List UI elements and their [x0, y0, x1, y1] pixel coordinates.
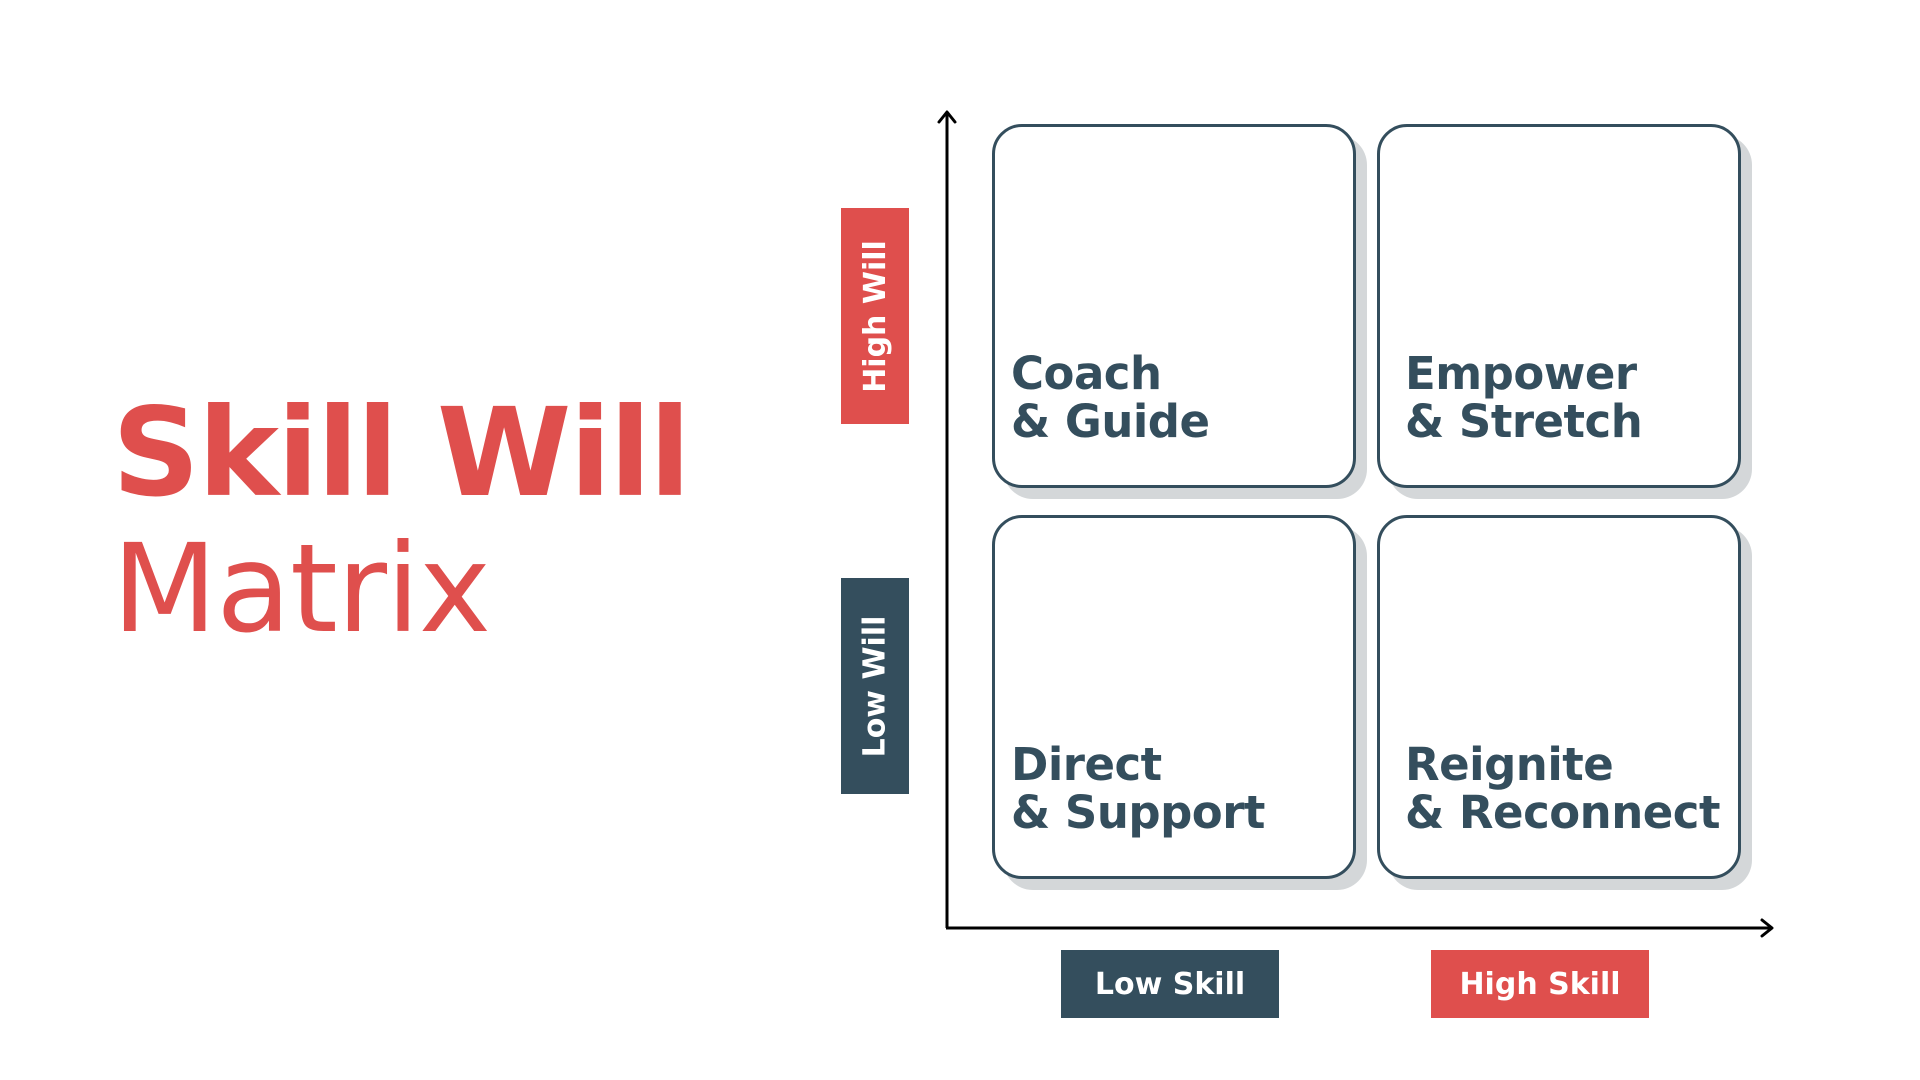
- x-axis-arrowhead: [1760, 918, 1774, 938]
- quadrant-label-line1: Direct: [1011, 737, 1162, 791]
- title-line-1: Skill Will: [112, 382, 691, 524]
- quadrant-label: Empower & Stretch: [1405, 346, 1643, 449]
- quadrant-label: Direct & Support: [1011, 737, 1265, 840]
- quadrant-label-line1: Coach: [1011, 346, 1162, 400]
- quadrant-empower-stretch: Empower & Stretch: [1377, 124, 1741, 488]
- quadrant-label-line1: Reignite: [1405, 737, 1614, 791]
- quadrant-label-line1: Empower: [1405, 346, 1637, 400]
- low-will-label: Low Will: [841, 578, 909, 794]
- high-skill-text: High Skill: [1459, 966, 1621, 1002]
- quadrant-label: Reignite & Reconnect: [1405, 737, 1720, 840]
- quadrant-label: Coach & Guide: [1011, 346, 1210, 449]
- y-axis-arrowhead: [937, 110, 957, 124]
- title-line-2: Matrix: [112, 518, 491, 660]
- quadrant-direct-support: Direct & Support: [992, 515, 1356, 879]
- quadrant-label-line2: & Guide: [1011, 395, 1210, 449]
- high-will-text: High Will: [857, 239, 893, 393]
- high-skill-label: High Skill: [1431, 950, 1649, 1018]
- quadrant-label-line2: & Stretch: [1405, 395, 1643, 449]
- quadrant-label-line2: & Reconnect: [1405, 786, 1720, 840]
- low-skill-text: Low Skill: [1094, 966, 1246, 1002]
- quadrant-label-line2: & Support: [1011, 786, 1265, 840]
- page-title: Skill Will Matrix: [112, 382, 691, 660]
- quadrant-reignite-reconnect: Reignite & Reconnect: [1377, 515, 1741, 879]
- low-skill-label: Low Skill: [1061, 950, 1279, 1018]
- high-will-label: High Will: [841, 208, 909, 424]
- low-will-text: Low Will: [857, 615, 893, 757]
- quadrant-coach-guide: Coach & Guide: [992, 124, 1356, 488]
